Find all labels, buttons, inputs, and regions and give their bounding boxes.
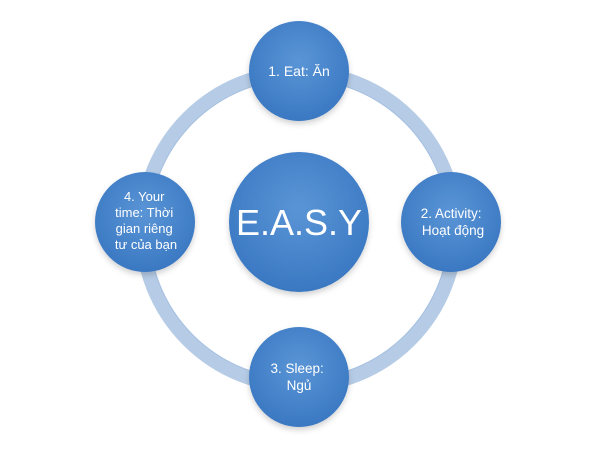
node-your-time-label: 4. Your time: Thời gian riêng tư của bạn xyxy=(115,189,177,252)
node-eat: 1. Eat: Ăn xyxy=(249,21,349,121)
center-label: E.A.S.Y xyxy=(236,202,362,243)
node-your-time-line-4: tư của bạn xyxy=(115,237,177,252)
node-eat-line-1: 1. Eat: Ăn xyxy=(268,63,329,79)
node-activity-circle xyxy=(401,172,501,272)
node-your-time-circle xyxy=(95,172,195,272)
node-activity-line-1: 2. Activity: xyxy=(421,206,482,221)
node-your-time-line-2: time: Thời xyxy=(115,205,173,220)
node-sleep-circle xyxy=(249,327,349,427)
node-eat-circle xyxy=(249,21,349,121)
center-circle xyxy=(229,152,369,292)
node-sleep: 3. Sleep: Ngủ xyxy=(249,327,349,427)
node-your-time: 4. Your time: Thời gian riêng tư của bạn xyxy=(95,172,195,272)
node-your-time-line-1: 4. Your xyxy=(124,189,165,204)
node-sleep-line-1: 3. Sleep: xyxy=(270,361,323,376)
node-activity-label: 2. Activity: Hoạt động xyxy=(421,206,486,238)
node-activity-line-2: Hoạt động xyxy=(422,223,484,238)
node-eat-label: 1. Eat: Ăn xyxy=(268,63,329,79)
node-sleep-line-2: Ngủ xyxy=(287,378,312,393)
node-sleep-label: 3. Sleep: Ngủ xyxy=(270,361,327,393)
center-node: E.A.S.Y xyxy=(229,152,369,292)
node-activity: 2. Activity: Hoạt động xyxy=(401,172,501,272)
node-your-time-line-3: gian riêng xyxy=(116,221,173,236)
